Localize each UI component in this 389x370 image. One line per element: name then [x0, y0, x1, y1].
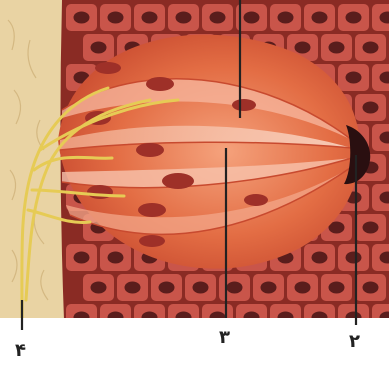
epithelial-nucleus: [244, 12, 260, 24]
epithelial-nucleus: [125, 282, 141, 294]
epithelial-nucleus: [278, 12, 294, 24]
epithelial-nucleus: [312, 12, 328, 24]
epithelial-nucleus: [227, 282, 243, 294]
epithelial-nucleus: [108, 12, 124, 24]
epithelial-nucleus: [176, 12, 192, 24]
epithelial-nucleus: [210, 12, 226, 24]
epithelial-nucleus: [108, 252, 124, 264]
epithelial-nucleus: [142, 12, 158, 24]
epithelial-nucleus: [363, 102, 379, 114]
epithelial-nucleus: [74, 252, 90, 264]
epithelial-nucleus: [363, 42, 379, 54]
epithelial-nucleus: [159, 282, 175, 294]
epithelial-nucleus: [329, 42, 345, 54]
epithelial-nucleus: [329, 282, 345, 294]
bottom-band: [0, 318, 389, 366]
epithelial-nucleus: [295, 282, 311, 294]
epithelial-nucleus: [261, 282, 277, 294]
epithelial-nucleus: [295, 42, 311, 54]
epithelial-nucleus: [346, 72, 362, 84]
label-3: ۳: [219, 329, 230, 347]
epithelial-nucleus: [312, 252, 328, 264]
epithelial-nucleus: [91, 42, 107, 54]
epithelial-nucleus: [363, 222, 379, 234]
epithelial-nucleus: [346, 12, 362, 24]
epithelial-nucleus: [363, 282, 379, 294]
epithelial-nucleus: [91, 282, 107, 294]
label-2: ۲: [349, 333, 360, 351]
epithelial-nucleus: [193, 282, 209, 294]
epithelial-nucleus: [346, 252, 362, 264]
epithelial-nucleus: [74, 12, 90, 24]
label-4: ۴: [15, 342, 26, 360]
